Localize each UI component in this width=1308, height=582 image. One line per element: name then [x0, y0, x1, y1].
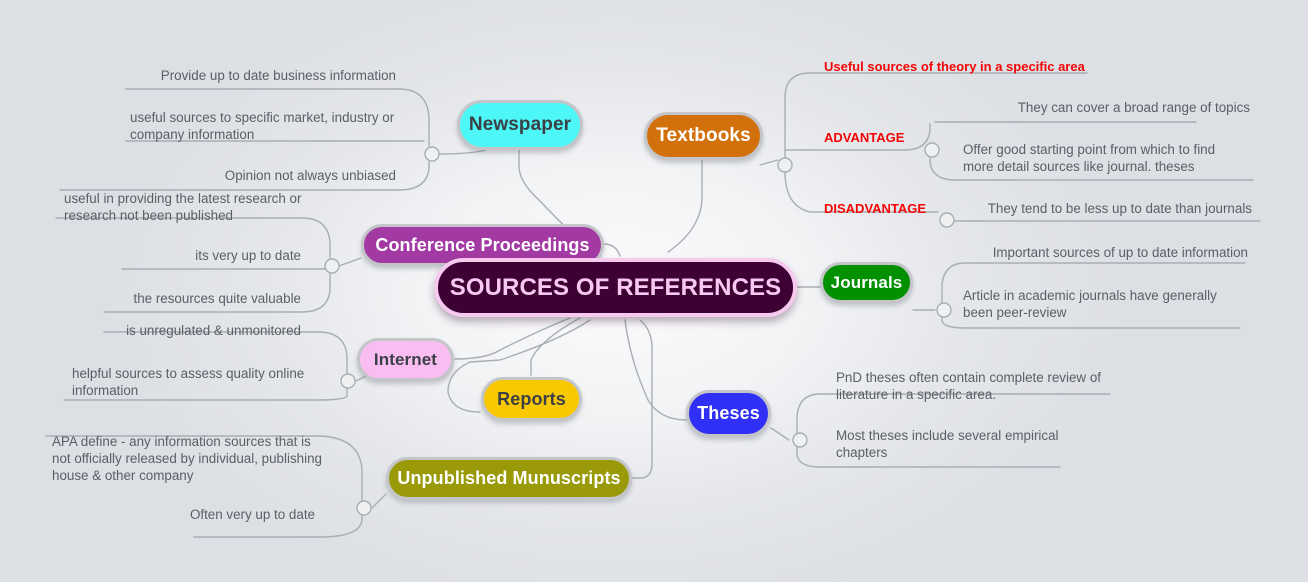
leaf-textbooks-title: Useful sources of theory in a specific a… — [824, 59, 1085, 74]
node-manuscripts-label: Unpublished Munuscripts — [397, 468, 621, 488]
leaf-conference-1: useful in providing the latest research … — [64, 191, 302, 223]
leaf-conference-2: its very up to date — [195, 248, 301, 263]
leaf-journals-2: Article in academic journals have genera… — [963, 288, 1217, 320]
leaf-textbooks-advantage: ADVANTAGE — [824, 130, 905, 145]
node-journals[interactable]: Journals — [820, 262, 913, 303]
leaf-newspaper-2: useful sources to specific market, indus… — [130, 110, 395, 142]
leaf-newspaper-3: Opinion not always unbiased — [224, 168, 396, 183]
leaf-theses-1: PnD theses often contain complete review… — [836, 370, 1101, 402]
node-textbooks-label: Textbooks — [656, 125, 751, 146]
node-textbooks[interactable]: Textbooks — [644, 112, 763, 160]
leaf-theses-2: Most theses include several empirical ch… — [836, 428, 1059, 460]
node-conference-label: Conference Proceedings — [375, 234, 590, 255]
leaf-conference-3: the resources quite valuable — [133, 291, 302, 306]
node-center-sources-of-references[interactable]: SOURCES OF REFERENCES — [434, 258, 797, 317]
leaf-manuscripts-2: Often very up to date — [189, 507, 315, 522]
leaf-internet-2: helpful sources to assess quality online… — [72, 366, 305, 398]
node-newspaper[interactable]: Newspaper — [457, 100, 583, 150]
center-title: SOURCES OF REFERENCES — [449, 273, 782, 301]
leaf-textbooks-adv-2: Offer good starting point from which to … — [963, 142, 1216, 174]
node-conference-proceedings[interactable]: Conference Proceedings — [361, 224, 604, 266]
node-journals-label: Journals — [830, 272, 903, 292]
leaf-internet-1: is unregulated & unmonitored — [126, 323, 301, 338]
leaf-textbooks-adv-1: They can cover a broad range of topics — [1017, 100, 1250, 115]
node-internet[interactable]: Internet — [357, 338, 454, 381]
node-reports[interactable]: Reports — [481, 377, 582, 421]
node-theses[interactable]: Theses — [686, 390, 771, 437]
node-newspaper-label: Newspaper — [468, 114, 572, 135]
leaf-journals-1: Important sources of up to date informat… — [992, 245, 1248, 260]
leaf-manuscripts-1: APA define - any information sources tha… — [52, 434, 322, 483]
node-reports-label: Reports — [497, 388, 566, 409]
leaf-textbooks-disadvantage: DISADVANTAGE — [824, 201, 927, 216]
node-internet-label: Internet — [373, 349, 438, 369]
leaf-newspaper-1: Provide up to date business information — [160, 68, 396, 83]
node-unpublished-manuscripts[interactable]: Unpublished Munuscripts — [386, 457, 632, 500]
leaf-textbooks-dis-1: They tend to be less up to date than jou… — [987, 201, 1252, 216]
node-theses-label: Theses — [697, 403, 760, 423]
